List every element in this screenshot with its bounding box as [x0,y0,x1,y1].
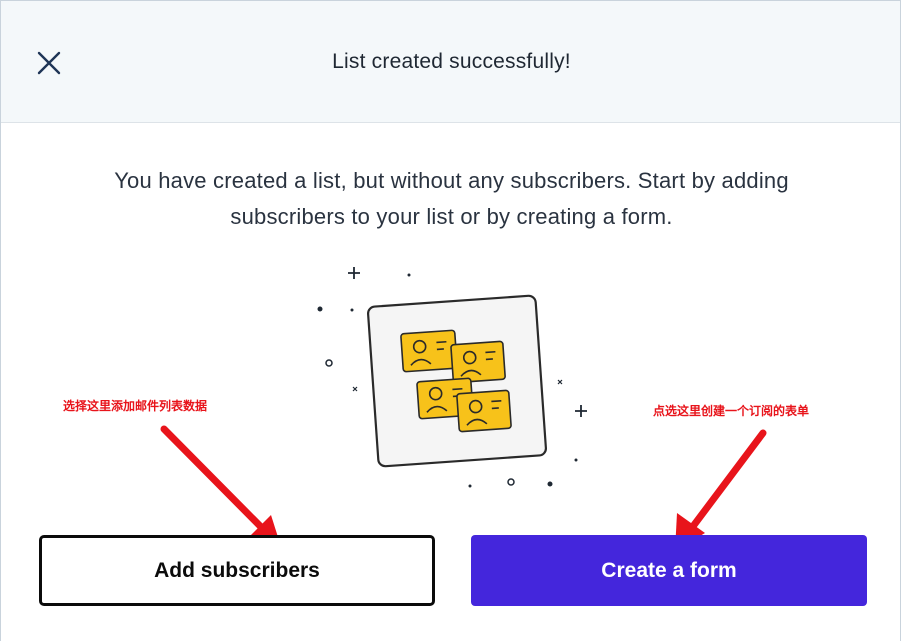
modal-header: List created successfully! [1,1,900,123]
create-form-button[interactable]: Create a form [471,535,867,606]
sparkle-decorations [317,267,587,488]
contact-cards-illustration [317,267,587,488]
annotation-add-subscribers: 选择这里添加邮件列表数据 [63,399,208,413]
close-icon [37,51,61,75]
add-subscribers-button[interactable]: Add subscribers [39,535,435,606]
annotation-create-form: 点选这里创建一个订阅的表单 [653,404,810,418]
empty-list-description: You have created a list, but without any… [114,168,789,229]
modal-title: List created successfully! [332,50,571,73]
arrow-right-icon [675,429,767,551]
close-button[interactable] [31,45,67,81]
contact-card-icons [400,329,512,433]
